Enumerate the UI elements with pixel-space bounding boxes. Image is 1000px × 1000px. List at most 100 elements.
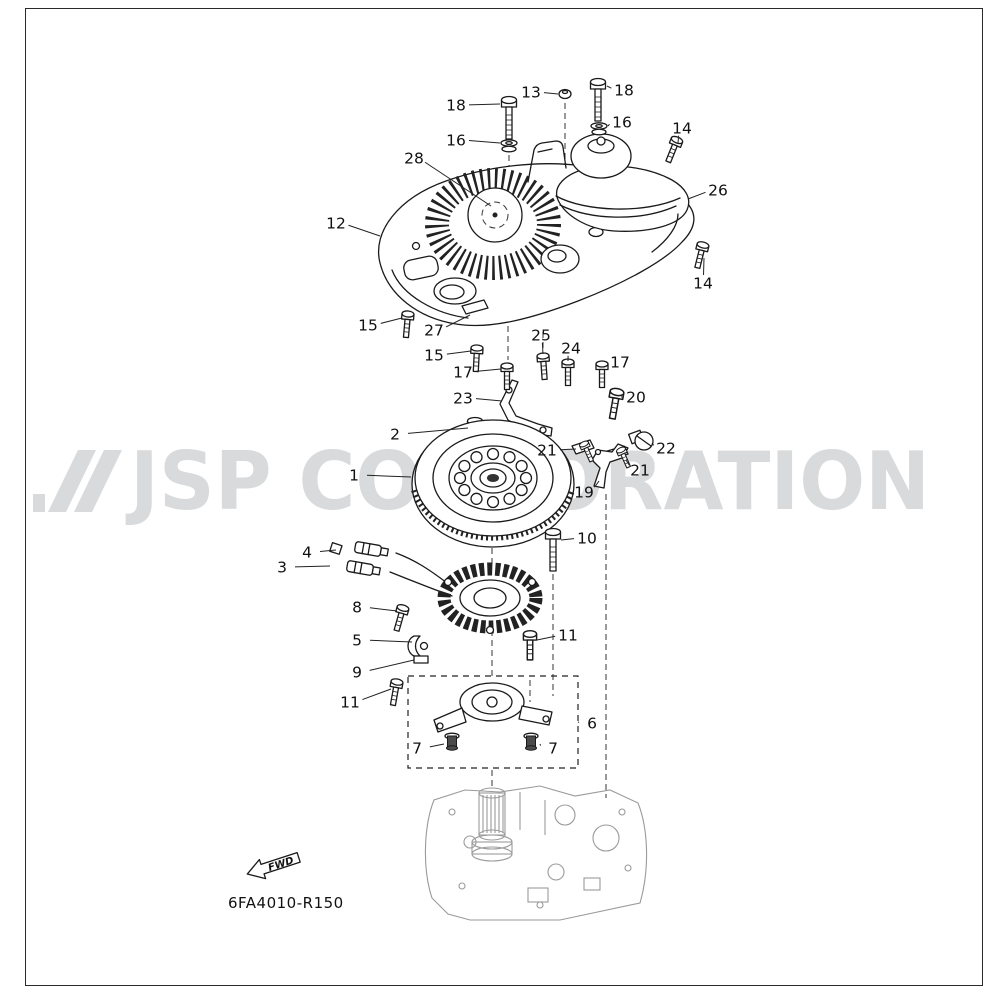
part-number-label: 18: [446, 97, 466, 115]
fwd-label: FWD: [267, 855, 295, 874]
screw-8: [390, 602, 411, 633]
part-number-label: 18: [614, 82, 634, 100]
callout-leader: [475, 398, 503, 402]
part-number-label: 17: [610, 354, 630, 372]
fwd-indicator: FWD: [246, 851, 301, 880]
callout-leader: [319, 549, 337, 552]
flywheel-rotor: [411, 419, 575, 548]
callout-leader: [468, 140, 501, 144]
part-number-label: 14: [672, 120, 692, 138]
callout-leader: [606, 364, 609, 367]
bolt-10: [544, 527, 562, 572]
screw-11-left: [386, 677, 405, 707]
callout-leader: [651, 442, 655, 446]
clamp-9: [413, 655, 429, 664]
bolt-18-left: [500, 95, 518, 140]
callout-leader: [429, 743, 445, 748]
part-number-label: 11: [340, 694, 360, 712]
callout-leader: [536, 635, 556, 641]
callout-leader: [594, 480, 600, 488]
part-number-label: 9: [352, 664, 362, 682]
page-border: [25, 8, 983, 986]
part-number-label: 17: [453, 364, 473, 382]
screw-25: [536, 351, 552, 381]
cooling-fin-ring: [425, 168, 561, 280]
part-number-label: 20: [626, 389, 646, 407]
top-stay-bracket: [527, 140, 567, 183]
callout-leader: [475, 368, 502, 372]
callout-leader: [446, 350, 472, 355]
clip-4: [329, 542, 343, 555]
callout-leader: [380, 317, 403, 324]
part-number-label: 5: [352, 632, 362, 650]
part-number-label: 21: [537, 442, 557, 460]
callout-leader: [369, 607, 398, 612]
part-number-label: 15: [424, 347, 444, 365]
part-number-label: 4: [302, 544, 312, 562]
part-number-label: 24: [561, 340, 581, 358]
watermark-logo: [33, 450, 122, 512]
part-number-label: 16: [446, 132, 466, 150]
callout-layer: 18 13 18 16 16 14 2 8 26 1 21 4 15 27 15 25 24 17 17 20 23 22…: [277, 82, 728, 758]
diagram-code: 6FA4010-R150: [228, 894, 344, 912]
part-number-label: 1: [349, 467, 359, 485]
wire-harness: [329, 540, 453, 597]
screw-11-right: [522, 629, 538, 661]
washer-16-right: [590, 122, 608, 136]
callout-leader: [369, 639, 413, 643]
part-number-label: 21: [630, 462, 650, 480]
part-number-label: 6: [587, 715, 597, 733]
callout-leader: [607, 123, 610, 127]
part-number-label: 11: [558, 627, 578, 645]
cover-tab: [461, 299, 489, 315]
callout-leader: [445, 314, 471, 328]
part-number-label: 22: [656, 440, 676, 458]
washer-16-left: [500, 139, 518, 153]
part-number-label: 2: [390, 426, 400, 444]
callout-leader: [348, 224, 381, 237]
intake-silencer: [555, 133, 690, 253]
part-number-label: 15: [358, 317, 378, 335]
part-number-label: 3: [277, 559, 287, 577]
part-number-label: 19: [574, 484, 594, 502]
engine-block: [424, 785, 648, 921]
callout-leader: [539, 743, 542, 746]
part-number-label: 23: [453, 390, 473, 408]
part-number-label: 7: [548, 740, 558, 758]
part-number-label: 27: [424, 322, 444, 340]
part-number-label: 10: [577, 530, 597, 548]
stator-coil: [437, 562, 543, 635]
callout-leader: [468, 103, 501, 106]
clamp-5: [407, 635, 429, 664]
screw-17-right: [595, 360, 609, 389]
callout-leader: [366, 474, 412, 478]
grommet-7-left: [444, 732, 460, 751]
part-number-label: 16: [612, 114, 632, 132]
screw-14-side: [690, 239, 711, 270]
part-number-label: 26: [708, 182, 728, 200]
part-number-label: 13: [521, 84, 541, 102]
callout-leader: [559, 448, 577, 451]
callout-leader: [625, 459, 630, 466]
part-number-label: 8: [352, 599, 362, 617]
callout-leader: [369, 659, 415, 671]
crankshaft-stub: [471, 787, 513, 862]
callout-leader: [424, 161, 492, 207]
bolt-18-right: [589, 77, 607, 122]
part-number-label: 14: [693, 275, 713, 293]
screw-14-top: [661, 134, 685, 165]
callout-leader: [407, 427, 469, 434]
grommet-7-right: [523, 732, 539, 751]
part-number-label: 7: [412, 740, 422, 758]
callout-leader: [543, 92, 559, 95]
fwd-arrow-icon: [246, 851, 301, 880]
cap-13: [558, 88, 572, 100]
part-number-label: 25: [531, 327, 551, 345]
callout-leader: [687, 191, 706, 200]
callout-leader: [606, 85, 612, 89]
callout-leader: [560, 538, 575, 541]
callout-leader: [677, 135, 680, 144]
assembly-boundary-6: [407, 675, 579, 769]
callout-leader: [294, 565, 331, 568]
